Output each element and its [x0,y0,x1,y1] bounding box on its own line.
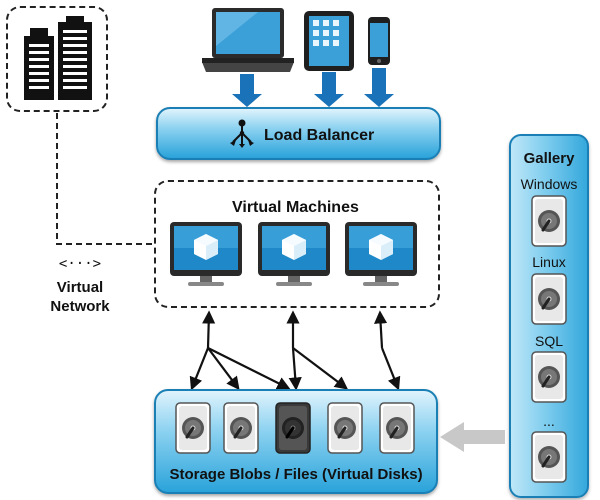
storage-label: Storage Blobs / Files (Virtual Disks) [169,466,423,483]
virtual-network-label-line1: Virtual [56,279,104,296]
office-buildings-icon [24,16,92,100]
network-node-icon [230,119,254,148]
hard-disk-icon-linux [530,272,568,326]
gallery-item-sql-label: SQL [534,333,563,349]
smartphone-icon [368,17,390,65]
load-balancer-bar [156,107,441,160]
laptop-icon [202,8,294,72]
on-premises-box [6,6,108,112]
virtual-machines-group [154,180,440,308]
virtual-machines-title: Virtual Machines [232,199,359,216]
hard-disk-icon-windows [530,194,568,248]
laptop-arrow [232,74,262,107]
network-link-icon: <···> [58,256,102,272]
gallery-item-more-label: ... [543,413,555,429]
virtual-network-label-line2: Network [50,298,110,315]
gallery-item-linux-label: Linux [532,254,566,270]
virtual-network-label: Virtual Network [36,278,124,316]
phone-arrow [364,68,394,107]
hard-disk-icon-more [530,430,568,484]
gallery-item-windows-label: Windows [520,176,578,192]
tablet-arrow [314,72,344,107]
load-balancer-label: Load Balancer [264,127,375,144]
hard-disk-icon-sql [530,350,568,404]
gallery-title: Gallery [523,150,575,167]
tablet-icon [304,11,354,71]
